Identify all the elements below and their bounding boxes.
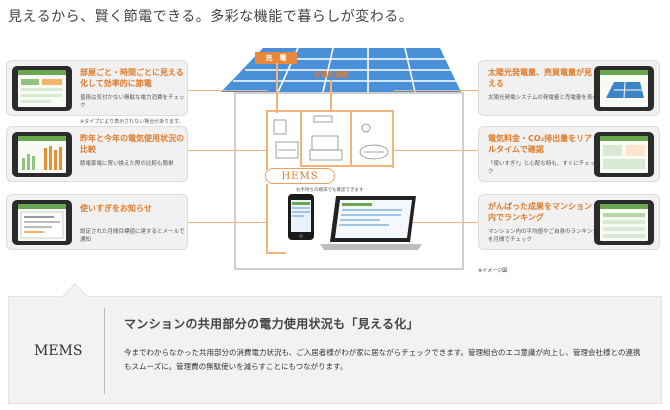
connector-line	[266, 110, 268, 170]
feature-title: 部屋ごと・時間ごとに見える化して効率的に節電	[80, 68, 184, 88]
tablet-icon	[12, 200, 72, 245]
mems-body: 今までわからなかった共用部分の消費電力状況も、ご入居者様がわが家に居ながらチェッ…	[124, 348, 641, 371]
feature-title: 使いすぎをお知らせ	[80, 204, 152, 213]
laptop-icon	[320, 196, 422, 250]
connector-line	[394, 222, 478, 223]
feature-title: 電気料金・CO₂排出量をリアルタイムで確認	[488, 134, 593, 154]
feature-title: がんばった成果をマンション内でランキング	[488, 202, 592, 222]
feature-desc: マンション内の平均値やご自身のランキングを月間でチェック	[488, 229, 598, 243]
feature-box-yearly-comparison: 昨年と今年の電気使用状況の比較 節電家電に買い換えた際の比較も簡単	[6, 126, 188, 182]
connector-line	[266, 252, 286, 254]
feature-box-cost-co2: 電気料金・CO₂排出量をリアルタイムで確認 「使いすぎ?」と心配な時も、すぐにチ…	[478, 126, 660, 182]
feature-desc: 普段は気付かない無駄な電力消費をチェック	[80, 95, 185, 109]
connector-line	[188, 90, 268, 91]
connector-line	[330, 80, 332, 110]
connector-line	[266, 110, 394, 112]
connector-line	[188, 222, 266, 223]
feature-box-room-energy: 部屋ごと・時間ごとに見える化して効率的に節電 普段は気付かない無駄な電力消費をチ…	[6, 60, 188, 116]
connector-line	[300, 110, 302, 167]
image-note: ※イメージ図	[478, 268, 508, 274]
tablet-icon	[594, 200, 654, 245]
headline: 見えるから、賢く節電できる。多彩な機能で暮らしが変わる。	[8, 9, 414, 25]
tablet-icon	[594, 66, 654, 111]
hems-label: HEMS	[265, 168, 335, 184]
feature-box-overuse-alert: 使いすぎをお知らせ 設定された月間目標値に達するとメールで通知	[6, 194, 188, 250]
tablet-icon	[12, 66, 72, 111]
feature-desc: 節電家電に買い換えた際の比較も簡単	[80, 161, 174, 167]
feature-box-solar-power: 太陽光発電量、売買電量が見える 太陽光発電システムの発電量と売電量を表示	[478, 60, 660, 116]
tablet-icon	[594, 132, 654, 177]
divider	[104, 308, 105, 394]
solar-panel-icon	[221, 47, 461, 93]
devices-caption: お手持ちの端末でも確認できます	[296, 188, 364, 193]
room-appliances-icon	[273, 115, 389, 161]
feature-title: 昨年と今年の電気使用状況の比較	[80, 134, 184, 154]
connector-line	[276, 63, 278, 113]
connector-line	[266, 184, 268, 254]
connector-line	[394, 150, 478, 151]
mems-title: マンションの共用部分の電力使用状況も「見える化」	[124, 317, 419, 331]
feature-desc: 「使いすぎ?」と心配な時も、すぐにチェック	[488, 161, 596, 175]
feature-desc: 太陽光発電システムの発電量と売電量を表示	[488, 95, 598, 101]
tablet-icon	[12, 132, 72, 177]
connector-line	[350, 112, 352, 166]
feature-title: 太陽光発電量、売買電量が見える	[488, 68, 592, 88]
solar-label: 太陽光発電	[313, 71, 349, 79]
connector-line	[300, 165, 394, 167]
mems-label: MEMS	[34, 343, 83, 359]
feature-box-ranking: がんばった成果をマンション内でランキング マンション内の平均値やご自身のランキン…	[478, 194, 660, 250]
type-note: ※タイプにより表示されない場合があります。	[80, 119, 184, 125]
pointer-arrow-icon	[60, 283, 90, 298]
connector-line	[394, 90, 478, 91]
connector-line	[392, 110, 394, 168]
charge-label: 充 電	[255, 52, 297, 64]
feature-desc: 設定された月間目標値に達するとメールで通知	[80, 229, 185, 243]
mems-panel	[8, 296, 662, 404]
connector-line	[188, 150, 266, 151]
smartphone-icon	[288, 194, 314, 240]
